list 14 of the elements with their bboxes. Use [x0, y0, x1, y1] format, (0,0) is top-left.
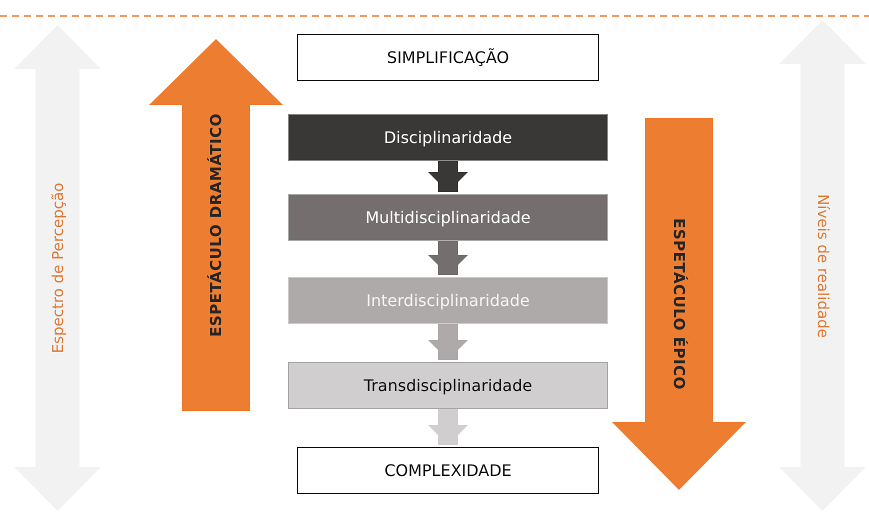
arrow-label: ESPETÁCULO ÉPICO [670, 218, 688, 390]
arrow-label: ESPETÁCULO DRAMÁTICO [207, 113, 225, 337]
process-box: COMPLEXIDADE [297, 447, 599, 494]
flow-arrow [428, 324, 468, 360]
process-box: Disciplinaridade [288, 114, 608, 161]
arrow-label: Níveis de realidade [814, 194, 832, 338]
flow-arrow [428, 161, 468, 192]
arrow-label: Espectro de Percepção [48, 182, 66, 354]
flow-arrow [428, 409, 468, 445]
flow-arrow [428, 241, 468, 275]
process-box: SIMPLIFICAÇÃO [297, 34, 599, 81]
process-box: Transdisciplinaridade [288, 362, 608, 409]
process-box: Multidisciplinaridade [288, 194, 608, 241]
process-box: Interdisciplinaridade [288, 277, 608, 324]
